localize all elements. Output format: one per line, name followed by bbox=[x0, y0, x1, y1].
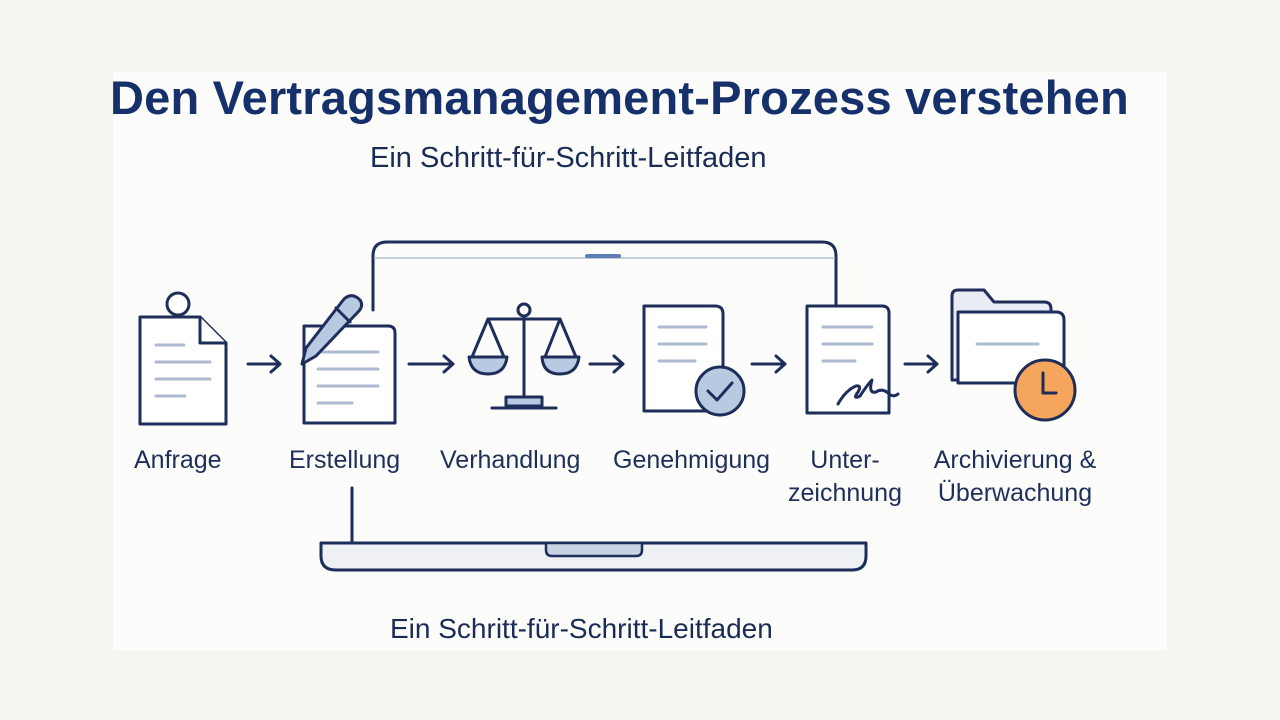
step-label-genehmigung: Genehmigung bbox=[613, 446, 771, 474]
step-label-anfrage: Anfrage bbox=[134, 446, 222, 474]
arrow-3-icon bbox=[588, 354, 625, 374]
scales-icon bbox=[467, 302, 581, 410]
signature-document-icon bbox=[805, 304, 900, 415]
step-label-unterzeichnung-line2: zeichnung bbox=[788, 479, 902, 507]
step-label-archivierung: Archivierung & Überwachung bbox=[920, 444, 1110, 510]
arrow-1-icon bbox=[246, 354, 282, 374]
step-label-archivierung-line1: Archivierung & bbox=[933, 446, 1097, 474]
folder-clock-icon bbox=[950, 288, 1077, 422]
step-label-erstellung: Erstellung bbox=[289, 446, 401, 474]
arrow-4-icon bbox=[750, 354, 787, 374]
document-request-icon bbox=[138, 291, 228, 426]
page-title: Den Vertragsmanagement-Prozess verstehen bbox=[110, 71, 1129, 124]
arrow-5-icon bbox=[903, 354, 939, 374]
step-label-unterzeichnung: Unter- zeichnung bbox=[780, 444, 910, 510]
step-label-unterzeichnung-line1: Unter- bbox=[810, 446, 880, 474]
pen-document-icon bbox=[300, 294, 397, 425]
subtitle-bottom: Ein Schritt-für-Schritt-Leitfaden bbox=[390, 613, 773, 644]
approved-document-icon bbox=[642, 304, 746, 417]
laptop-frame-icon bbox=[319, 240, 868, 572]
step-label-archivierung-line2: Überwachung bbox=[937, 479, 1093, 507]
subtitle-top: Ein Schritt-für-Schritt-Leitfaden bbox=[370, 142, 767, 174]
arrow-2-icon bbox=[407, 354, 455, 374]
step-label-verhandlung: Verhandlung bbox=[440, 446, 581, 474]
